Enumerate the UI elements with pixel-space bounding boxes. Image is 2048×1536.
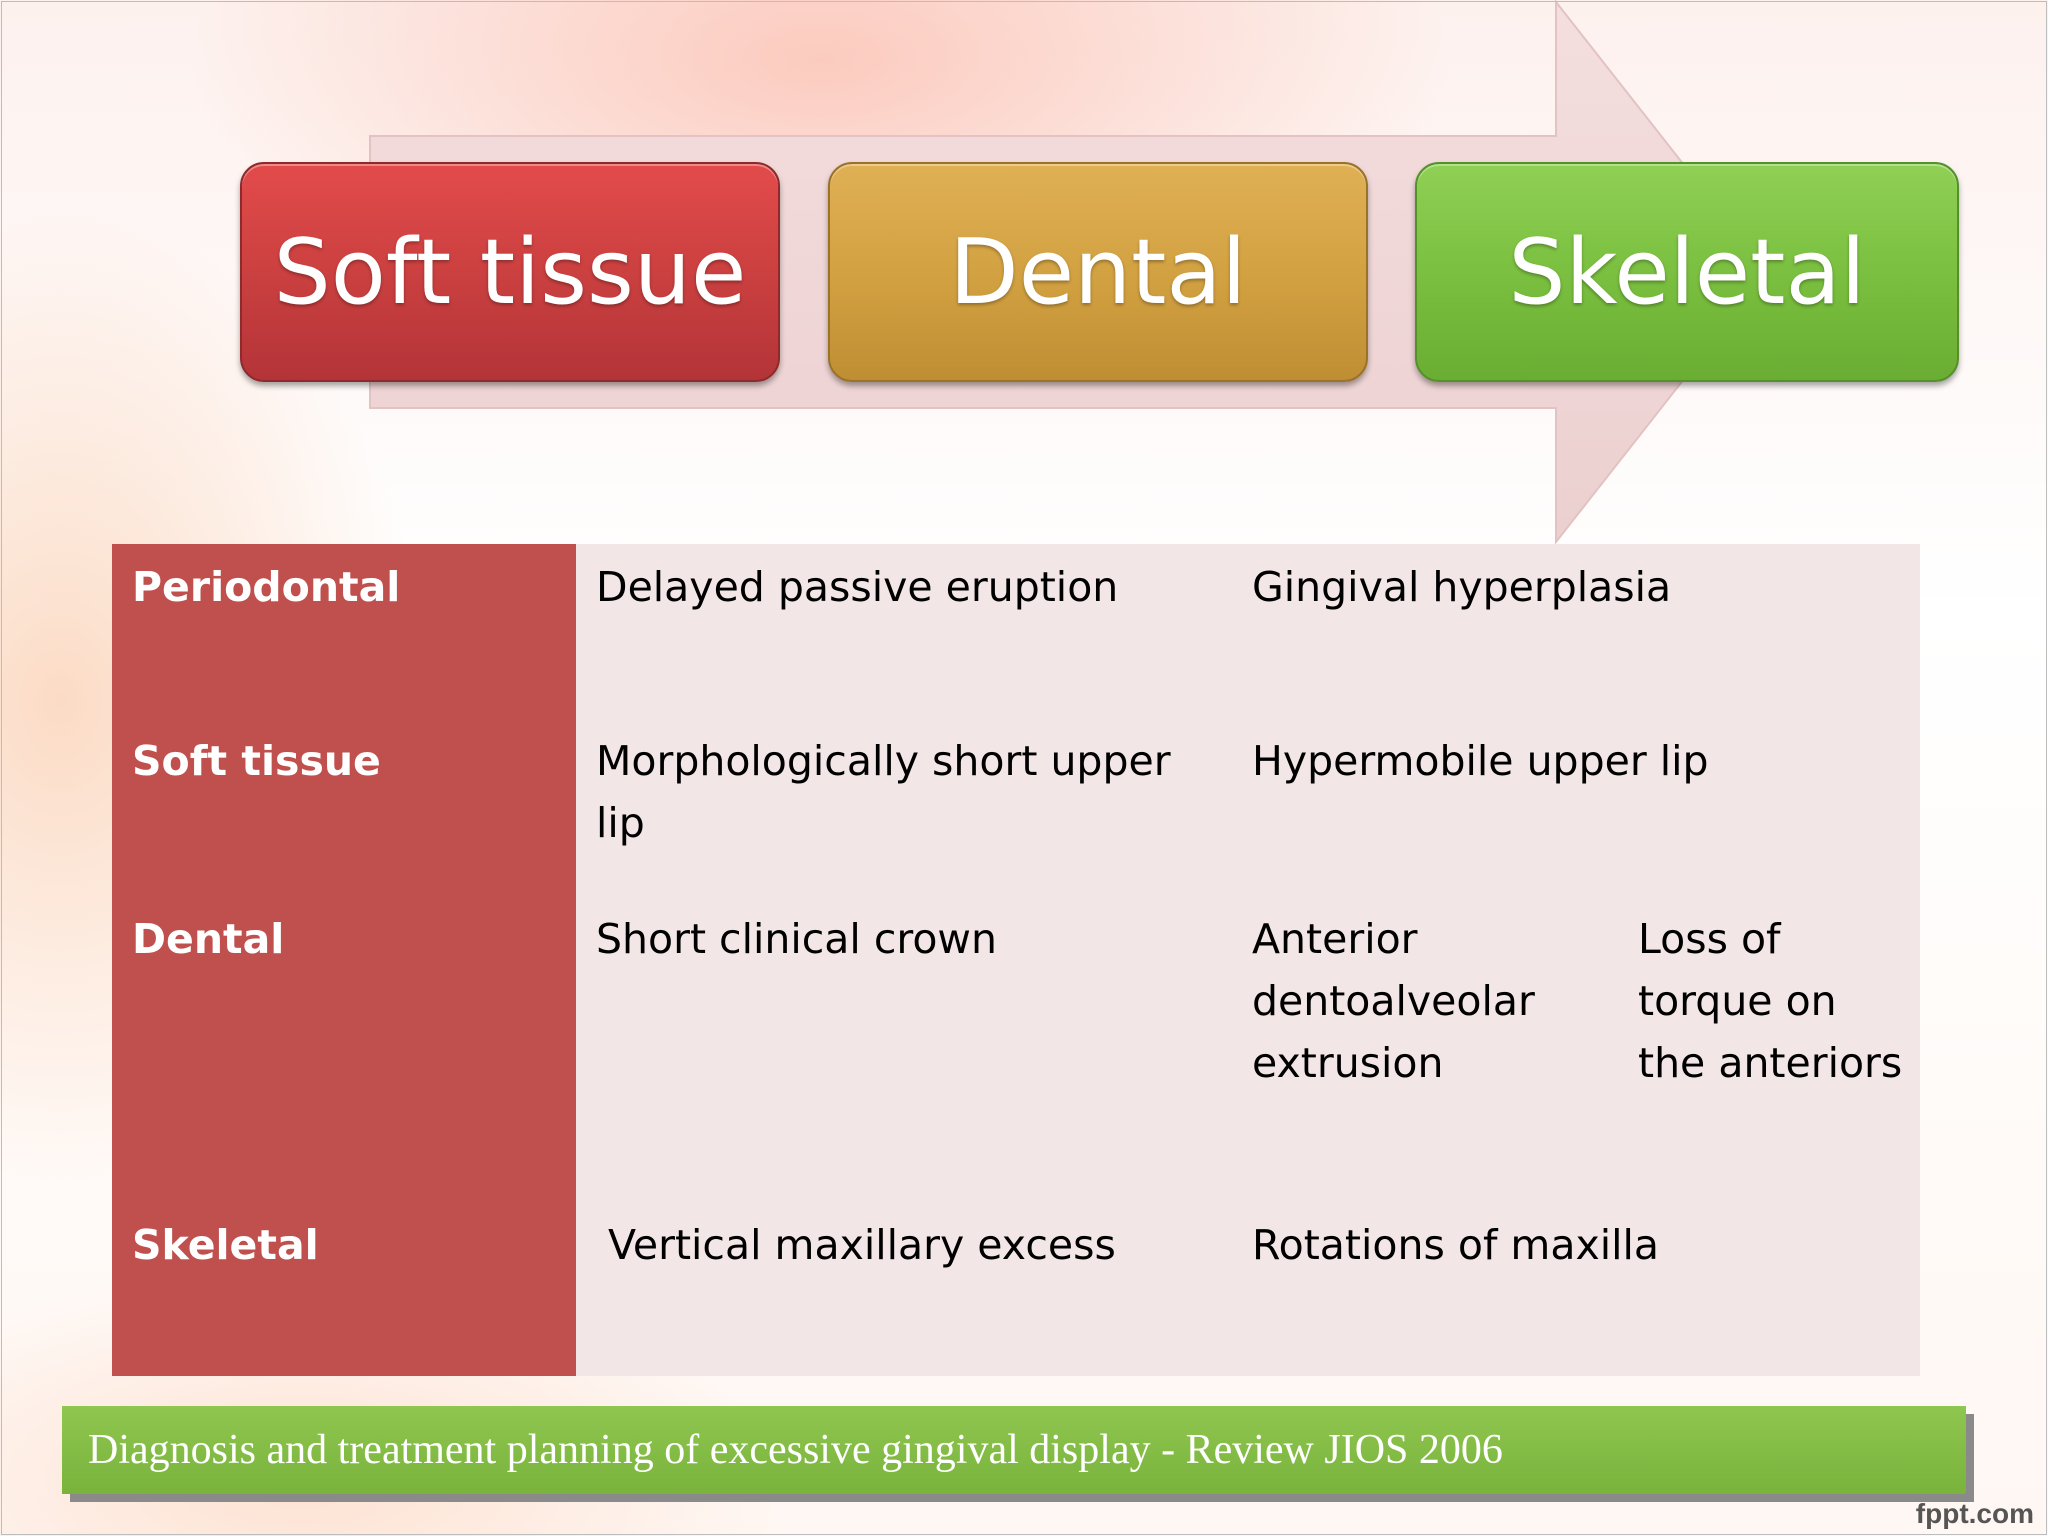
table-cell: Vertical maxillary excess (608, 1221, 1116, 1269)
watermark: fppt.com (1915, 1498, 2034, 1529)
row-heading-periodontal: Periodontal (132, 563, 401, 611)
table-cell: Gingival hyperplasia (1252, 563, 1672, 611)
step-dental: Dental (828, 162, 1368, 382)
step-label: Soft tissue (273, 219, 747, 325)
heading-column (112, 544, 576, 1376)
step-label: Skeletal (1508, 219, 1866, 325)
table-cell: Loss of torque on the anteriors (1638, 915, 1903, 1087)
table-cell: Anterior dentoalveolar extrusion (1252, 915, 1535, 1087)
table-cell: Rotations of maxilla (1252, 1221, 1660, 1269)
row-heading-dental: Dental (132, 915, 285, 963)
body-column (576, 544, 1920, 1376)
citation-bar: Diagnosis and treatment planning of exce… (62, 1406, 1966, 1494)
step-skeletal: Skeletal (1415, 162, 1959, 382)
table-cell: Morphologically short upper lip (596, 737, 1171, 847)
table-cell: Delayed passive eruption (596, 563, 1119, 611)
citation-text: Diagnosis and treatment planning of exce… (88, 1427, 1503, 1473)
table-cell: Hypermobile upper lip (1252, 737, 1709, 785)
table-cell: Short clinical crown (596, 915, 997, 963)
step-label: Dental (949, 219, 1247, 325)
classification-table: Periodontal Delayed passive eruption Gin… (112, 544, 1920, 1376)
row-heading-soft-tissue: Soft tissue (132, 737, 381, 785)
row-heading-skeletal: Skeletal (132, 1221, 319, 1269)
step-soft-tissue: Soft tissue (240, 162, 780, 382)
